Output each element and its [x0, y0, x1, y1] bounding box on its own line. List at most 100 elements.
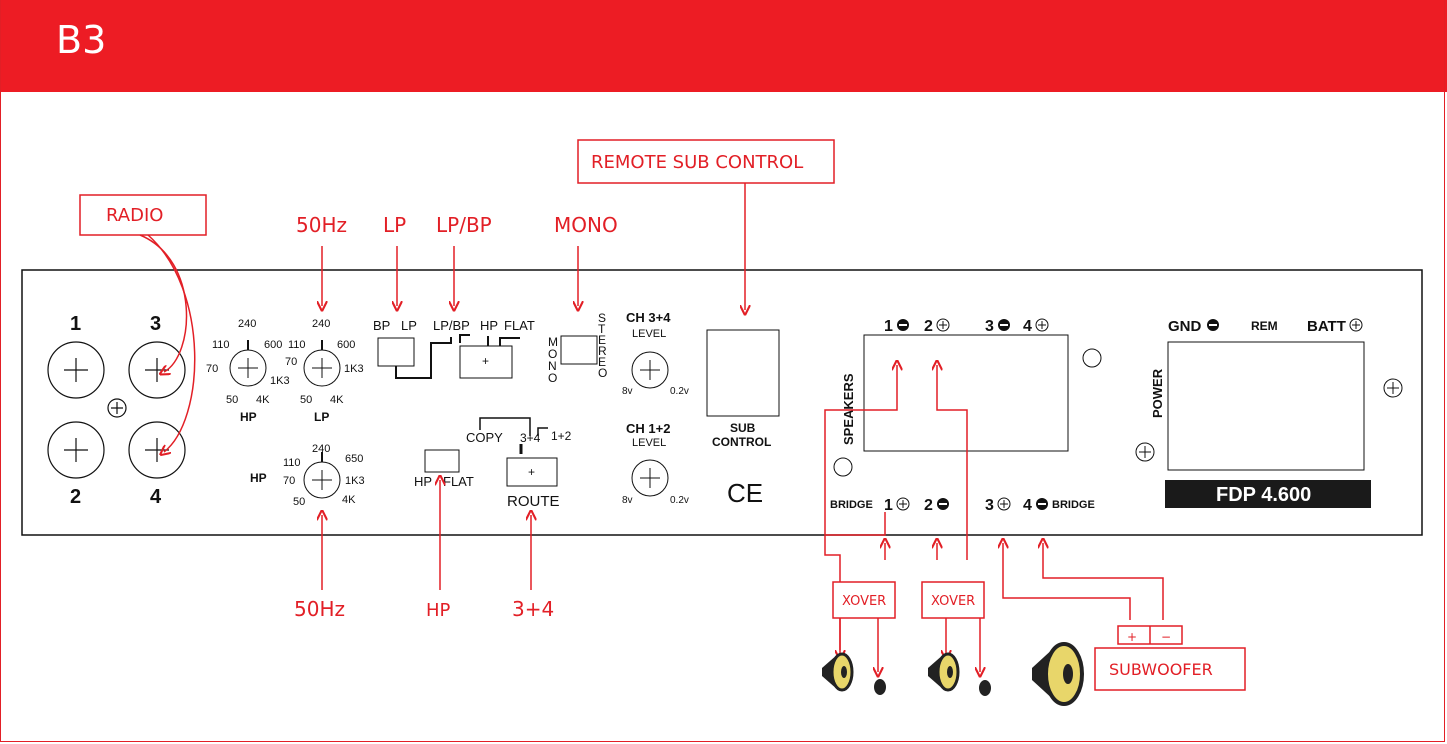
- header-bar: B3: [0, 0, 1447, 92]
- xover-label-2: XOVER: [931, 594, 975, 609]
- route-34-label: 3+4: [520, 431, 541, 445]
- power-terminal-block[interactable]: [1167, 341, 1365, 471]
- lp-tick-4k: 4K: [330, 394, 344, 406]
- top-mono-callout: MONO: [554, 213, 618, 237]
- rem-label: REM: [1251, 319, 1278, 333]
- mount-hole: [833, 457, 853, 477]
- hp-knob-label: HP: [240, 410, 257, 424]
- lp-knob-label: LP: [314, 410, 329, 424]
- lp-crossover-knob[interactable]: [303, 340, 341, 387]
- ch34-label: CH 3+4: [626, 310, 671, 325]
- hp-left-label: HP: [250, 471, 267, 485]
- bhp-tick-70: 70: [283, 475, 295, 487]
- remote-sub-callout-box: [577, 139, 835, 184]
- route-bracket: [479, 417, 548, 436]
- ch34-level-label: LEVEL: [632, 328, 666, 340]
- batt-label: BATT: [1307, 318, 1346, 335]
- model-name: FDP 4.600: [1216, 484, 1311, 506]
- spk-bot-3: 3: [985, 497, 994, 514]
- bp-lp-switch[interactable]: [377, 337, 415, 367]
- tweeter-icon: [874, 679, 886, 695]
- bhp-tick-4k: 4K: [342, 494, 356, 506]
- lp-tick-240: 240: [312, 318, 330, 330]
- sub-label: SUB: [730, 421, 756, 435]
- spk-top-4: 4: [1023, 318, 1032, 335]
- route-label: ROUTE: [507, 493, 560, 510]
- hp-tick-600: 600: [264, 339, 282, 351]
- ch12-min: 8v: [622, 495, 633, 506]
- sw-hp-label: HP: [480, 318, 498, 333]
- subwoofer-callout-box: [1094, 647, 1246, 691]
- hp-tick-50: 50: [226, 394, 238, 406]
- sub-control-port[interactable]: [706, 329, 780, 417]
- route-plus: +: [528, 465, 535, 479]
- gnd-label: GND: [1168, 318, 1202, 335]
- xover-box-2: [921, 581, 985, 619]
- amplifier-panel: [21, 269, 1423, 536]
- rca-label-4: 4: [150, 486, 162, 508]
- xover-box-1: [832, 581, 896, 619]
- mono-stereo-switch[interactable]: [560, 335, 598, 365]
- bridge-right: BRIDGE: [1052, 499, 1095, 511]
- sw2-flat-label: FLAT: [443, 474, 474, 489]
- lpbp-hp-flat-switch[interactable]: [459, 345, 513, 379]
- bhp-tick-240: 240: [312, 443, 330, 455]
- hp-tick-4k: 4K: [256, 394, 270, 406]
- ch34-max: 0.2v: [670, 386, 689, 397]
- spk-bot-1: 1: [884, 497, 893, 514]
- route-switch[interactable]: [506, 457, 558, 487]
- mount-hole: [1082, 348, 1102, 368]
- route-12-label: 1+2: [551, 429, 572, 443]
- speaker-terminal-block[interactable]: [863, 334, 1069, 452]
- ch12-level-knob[interactable]: [631, 459, 669, 497]
- switch-link-line: [395, 334, 470, 379]
- rca-label-2: 2: [70, 486, 81, 508]
- lp-tick-110: 110: [288, 339, 306, 351]
- ch34-level-knob[interactable]: [631, 351, 669, 389]
- switch-plus: +: [482, 354, 489, 368]
- sub-plus-label: +: [1127, 630, 1137, 644]
- hp-tick-70: 70: [206, 363, 218, 375]
- lp-tick-600: 600: [337, 339, 355, 351]
- xover-label-1: XOVER: [842, 594, 886, 609]
- top-50hz-callout: 50Hz: [296, 213, 347, 237]
- bottom-50hz-callout: 50Hz: [294, 597, 345, 621]
- rca-label-1: 1: [70, 313, 81, 335]
- radio-callout-box: [79, 194, 207, 236]
- spk-bot-4: 4: [1023, 497, 1032, 514]
- page-title: B3: [56, 18, 107, 62]
- hp-flat-switch[interactable]: [424, 449, 460, 473]
- woofer-icon: [822, 652, 854, 692]
- rca-label-3: 3: [150, 313, 161, 335]
- model-plate: [1165, 480, 1371, 508]
- ch12-level-label: LEVEL: [632, 437, 666, 449]
- hp-bottom-knob[interactable]: [303, 452, 341, 499]
- bhp-tick-650: 650: [345, 453, 363, 465]
- bhp-tick-50: 50: [293, 496, 305, 508]
- bottom-34-callout: 3+4: [512, 597, 554, 621]
- spk-top-3: 3: [985, 318, 994, 335]
- mount-screw: [1383, 378, 1403, 398]
- woofer-icon: [928, 652, 960, 692]
- tweeter-icon: [979, 680, 991, 696]
- ch12-max: 0.2v: [670, 495, 689, 506]
- subwoofer-callout: SUBWOOFER: [1109, 660, 1213, 679]
- hp-crossover-knob[interactable]: [229, 340, 267, 387]
- lp-tick-70: 70: [285, 356, 297, 368]
- top-lp-callout: LP: [383, 213, 406, 237]
- radio-callout: RADIO: [106, 205, 163, 226]
- sw-lp-label: LP: [401, 318, 417, 333]
- hp-tick-1k3: 1K3: [270, 375, 290, 387]
- hp-tick-110: 110: [212, 339, 230, 351]
- ch12-label: CH 1+2: [626, 421, 670, 436]
- spk-bot-2: 2: [924, 497, 933, 514]
- speakers-label: SPEAKERS: [841, 373, 856, 445]
- remote-sub-control-callout: REMOTE SUB CONTROL: [591, 152, 803, 173]
- spk-top-1: 1: [884, 318, 893, 335]
- sw-flat-label: FLAT: [504, 318, 535, 333]
- sw-bp-label: BP: [373, 318, 390, 333]
- lp-tick-50: 50: [300, 394, 312, 406]
- bhp-tick-1k3: 1K3: [345, 475, 365, 487]
